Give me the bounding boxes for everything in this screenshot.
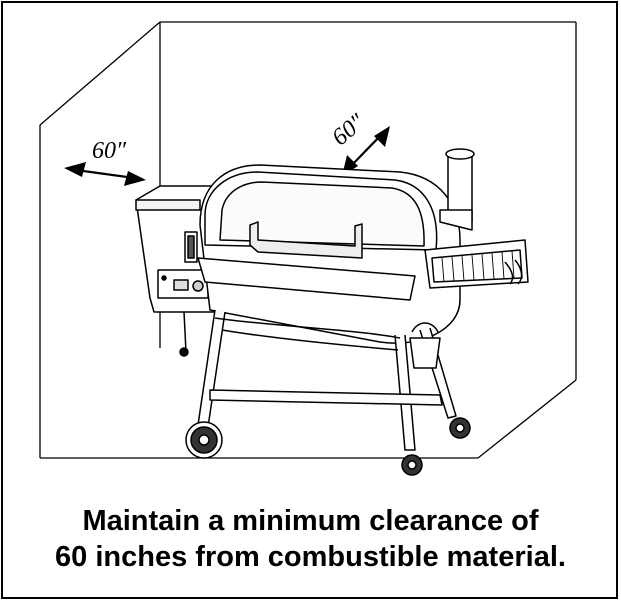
pellet-grill-illustration <box>135 148 529 476</box>
left-clearance-arrow <box>64 162 146 186</box>
clearance-instruction-line-1: Maintain a minimum clearance of <box>82 505 539 537</box>
back-clearance-label: 60″ <box>327 109 371 151</box>
left-clearance-label: 60″ <box>92 138 127 164</box>
clearance-instruction-line-2: 60 inches from combustible material. <box>55 541 566 573</box>
